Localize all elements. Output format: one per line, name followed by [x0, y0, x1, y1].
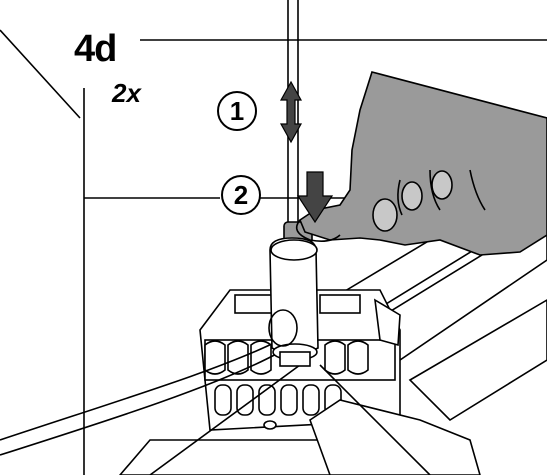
probe-cable	[0, 339, 431, 475]
double-arrow-up-down-icon	[279, 80, 303, 144]
callout-2-badge: 2	[221, 175, 261, 215]
test-probe	[268, 0, 319, 367]
arrow-down-icon	[296, 171, 334, 224]
hand-illustration	[295, 71, 547, 256]
step-label: 4d	[74, 28, 117, 70]
multiplier-label: 2x	[112, 78, 141, 108]
callout-1-badge: 1	[217, 91, 257, 131]
